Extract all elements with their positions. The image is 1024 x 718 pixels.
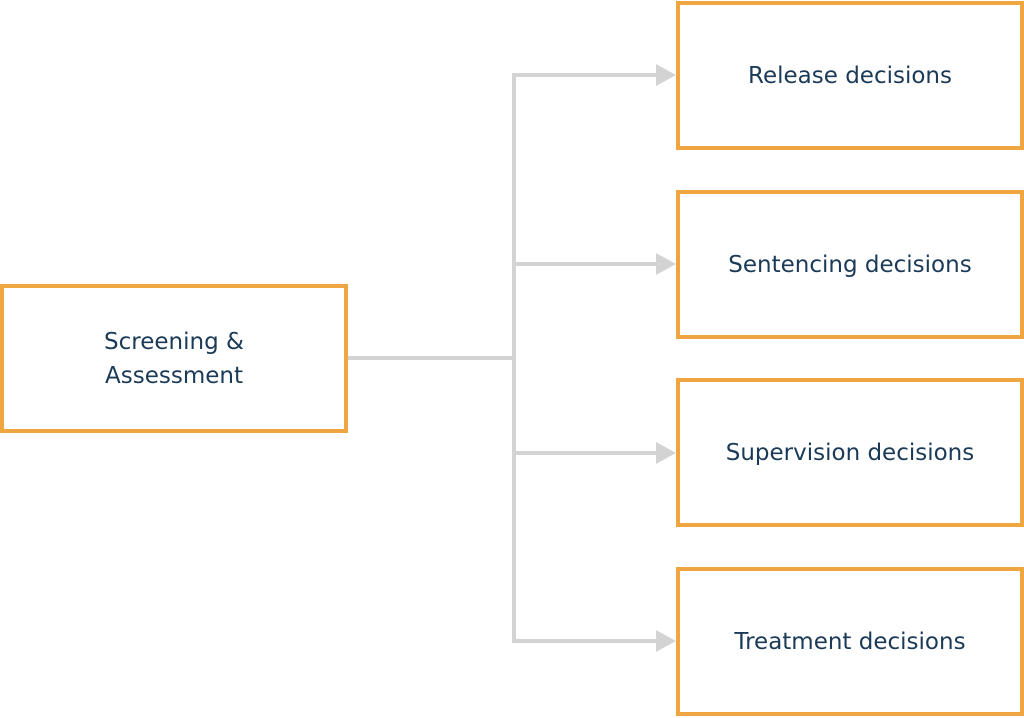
source-label-line-2: Assessment: [105, 362, 243, 389]
arrowhead-treatment: [656, 630, 676, 652]
target-label: Release decisions: [748, 62, 952, 89]
release-decisions-box: Release decisions: [676, 1, 1024, 150]
arrowhead-release: [656, 64, 676, 86]
arrowhead-sentencing: [656, 253, 676, 275]
supervision-decisions-box: Supervision decisions: [676, 378, 1024, 527]
source-label-line-1: Screening &: [104, 328, 244, 355]
target-label: Supervision decisions: [725, 439, 975, 466]
arrowhead-supervision: [656, 442, 676, 464]
treatment-decisions-box: Treatment decisions: [676, 567, 1024, 716]
target-label: Treatment decisions: [734, 628, 966, 655]
screening-assessment-box: Screening & Assessment: [0, 284, 348, 433]
target-label: Sentencing decisions: [728, 251, 972, 278]
sentencing-decisions-box: Sentencing decisions: [676, 190, 1024, 339]
